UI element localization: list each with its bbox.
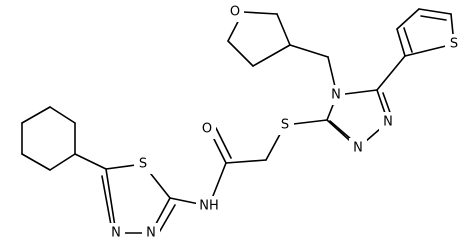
atom-s-thiophene: S <box>445 34 463 54</box>
atom-label: S <box>281 118 289 133</box>
atom-label: S <box>450 37 458 52</box>
bond <box>418 8 452 15</box>
bond <box>396 8 420 30</box>
atom-label: S <box>139 157 147 172</box>
atom-label: N <box>111 226 121 241</box>
atom-label: N <box>353 141 363 156</box>
atom-label: N <box>383 115 393 130</box>
bond <box>227 40 254 67</box>
atom-n-thiadiazole-1: N <box>107 223 125 243</box>
bond <box>21 153 51 171</box>
atom-label: NH <box>199 199 219 214</box>
bond <box>21 106 51 124</box>
bond <box>242 11 278 15</box>
bond <box>396 28 406 57</box>
bond <box>105 168 117 234</box>
bond <box>74 153 107 170</box>
atom-label: N <box>331 88 341 103</box>
atom-s-thiadiazole: S <box>134 154 152 174</box>
atom-n-triazole-2: N <box>349 138 367 158</box>
bond <box>329 120 353 141</box>
atom-s-linker: S <box>276 115 294 135</box>
bond <box>403 27 413 53</box>
atom-label: O <box>230 5 240 20</box>
atom-o-thf: O <box>226 2 244 22</box>
bond <box>376 55 406 91</box>
atom-n-triazole-1: N <box>379 112 397 132</box>
atom-o-carbonyl: O <box>198 119 216 139</box>
bond <box>276 13 291 46</box>
bond <box>49 153 76 171</box>
bond <box>289 44 329 58</box>
atom-label: N <box>146 226 156 241</box>
atom-label: O <box>202 122 212 137</box>
atom-n4: N <box>327 85 345 105</box>
atom-labels: O N S S N N O NH <box>107 2 463 243</box>
bond <box>252 44 291 67</box>
bond <box>101 175 112 226</box>
atom-n-thiadiazole-2: N <box>142 223 160 243</box>
atom-nh-amide: NH <box>196 196 222 216</box>
bond <box>225 159 267 164</box>
bond <box>420 15 447 21</box>
bond <box>49 106 76 124</box>
bond <box>215 127 232 159</box>
